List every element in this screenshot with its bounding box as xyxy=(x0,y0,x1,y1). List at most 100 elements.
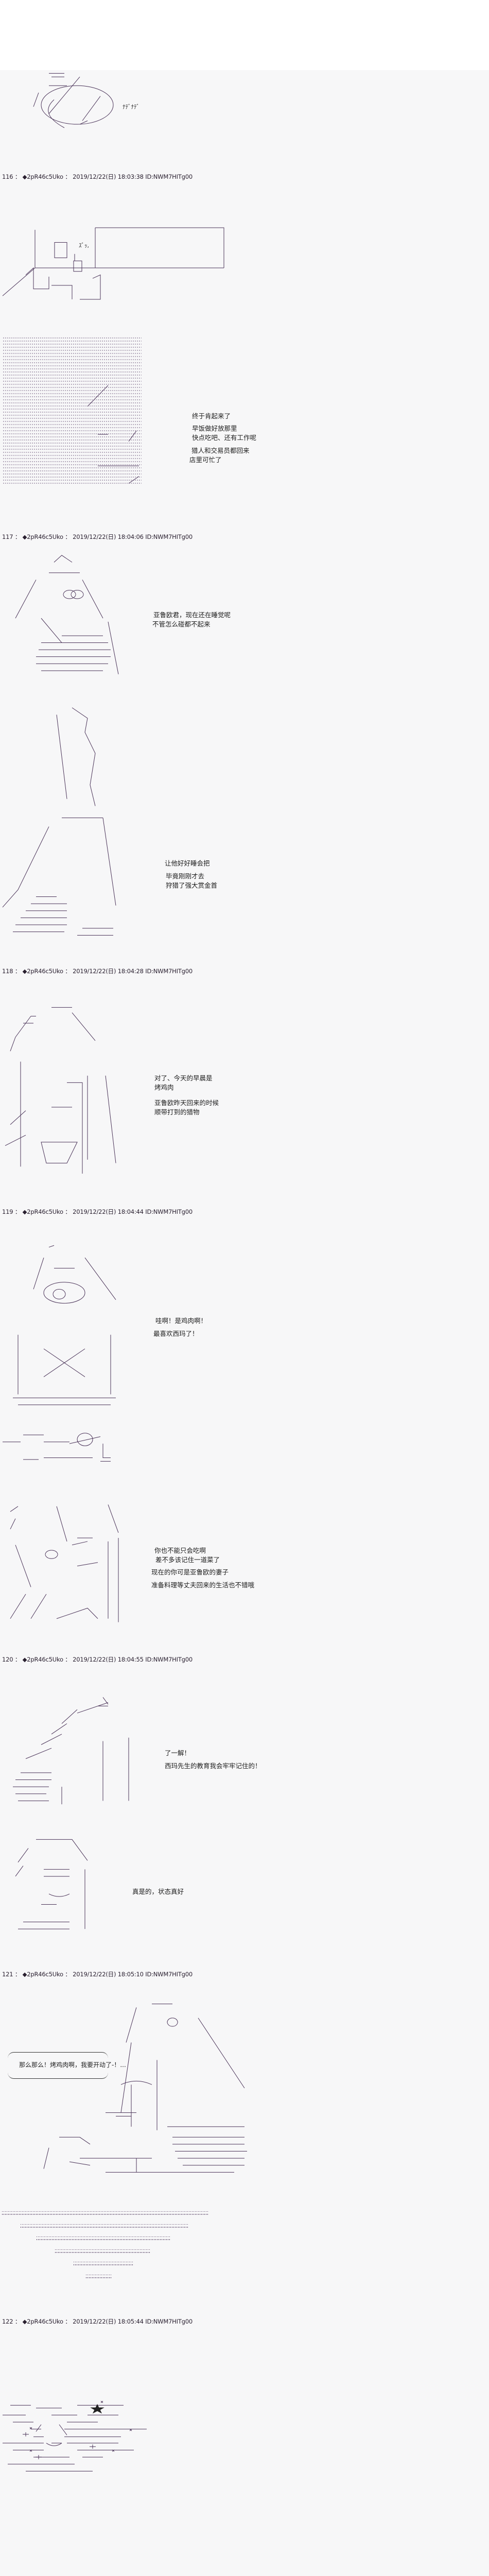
sound-effect-thud: ｽﾞｯ, xyxy=(79,242,89,249)
post-time: 18:04:44 xyxy=(117,1208,144,1215)
post-header-116: 116 ： ◆2pR46c5Uko ： 2019/12/22(日) 18:03:… xyxy=(2,173,193,181)
post-number: 116 xyxy=(2,173,13,180)
post-number: 118 xyxy=(2,968,13,975)
separator: ： xyxy=(65,1656,71,1663)
dialogue-line: 亚鲁欧君，现在还在睡觉呢 xyxy=(153,611,231,619)
post-id[interactable]: ID:NWM7HITg00 xyxy=(145,1208,193,1215)
dialogue-line: 早饭做好放那里 xyxy=(192,425,237,432)
post-header-120: 120 ： ◆2pR46c5Uko ： 2019/12/22(日) 18:04:… xyxy=(2,1655,193,1664)
post-author[interactable]: ◆2pR46c5Uko xyxy=(22,2318,63,2325)
post-date: 2019/12/22(日) xyxy=(73,533,116,540)
separator: ： xyxy=(14,1208,21,1215)
dialogue-line: 对了、今天的早晨是 xyxy=(154,1074,213,1082)
dialogue-line: 准备料理等丈夫回来的生活也不错哦 xyxy=(151,1581,255,1589)
dialogue-line: 差不多该记住一道菜了 xyxy=(155,1556,220,1564)
ascii-art-excited-girl xyxy=(8,1244,126,1419)
dotted-line xyxy=(2,2211,208,2215)
dialogue-line: 哇啊！是鸡肉啊！ xyxy=(155,1317,207,1325)
post-author[interactable]: ◆2pR46c5Uko xyxy=(22,533,63,540)
thread-page: 116 ： ◆2pR46c5Uko ： 2019/12/22(日) 18:03:… xyxy=(0,72,261,2499)
post-time: 18:05:10 xyxy=(117,1971,144,1978)
ascii-art-lying-character xyxy=(3,336,142,484)
ascii-art-sparkle-scene xyxy=(0,2398,149,2468)
separator: ： xyxy=(14,2318,21,2325)
dialogue-line: 猎人和交易员都回来 xyxy=(191,447,250,454)
post-author[interactable]: ◆2pR46c5Uko xyxy=(22,968,63,975)
speech-bubble xyxy=(8,2052,108,2079)
post-author[interactable]: ◆2pR46c5Uko xyxy=(22,1656,63,1663)
dotted-line xyxy=(21,2224,189,2228)
dotted-line xyxy=(37,2236,170,2241)
post-number: 121 xyxy=(2,1971,13,1978)
speech-bubble-text: 那么那么！烤鸡肉啊，我要开动了-！... xyxy=(19,2061,126,2069)
post-time: 18:03:38 xyxy=(117,173,144,180)
separator: ： xyxy=(65,2318,71,2325)
post-time: 18:05:44 xyxy=(117,2318,144,2325)
dialogue-line: 烤鸡肉 xyxy=(154,1083,174,1091)
dialogue-line: 让他好好睡会把 xyxy=(165,859,210,867)
separator: ： xyxy=(65,968,71,975)
post-header-122: 122 ： ◆2pR46c5Uko ： 2019/12/22(日) 18:05:… xyxy=(2,2317,193,2326)
post-author[interactable]: ◆2pR46c5Uko xyxy=(22,173,63,180)
post-date: 2019/12/22(日) xyxy=(73,1208,116,1215)
ascii-art-sleeping-boy xyxy=(0,816,149,942)
separator: ： xyxy=(65,533,71,540)
separator: ： xyxy=(14,173,21,180)
dotted-line xyxy=(55,2249,151,2253)
post-date: 2019/12/22(日) xyxy=(73,1656,116,1663)
separator: ： xyxy=(65,173,71,180)
dialogue-line: 真是的，状态真好 xyxy=(132,1888,184,1895)
post-time: 18:04:06 xyxy=(117,533,144,540)
post-id[interactable]: ID:NWM7HITg00 xyxy=(145,173,193,180)
post-id[interactable]: ID:NWM7HITg00 xyxy=(145,2318,193,2325)
post-id[interactable]: ID:NWM7HITg00 xyxy=(145,533,193,540)
post-time: 18:04:55 xyxy=(117,1656,144,1663)
dialogue-line: 不管怎么碰都不起来 xyxy=(152,620,211,628)
post-number: 117 xyxy=(2,533,13,540)
separator: ： xyxy=(65,1971,71,1978)
post-number: 122 xyxy=(2,2318,13,2325)
ascii-art-fish xyxy=(28,72,131,128)
separator: ： xyxy=(14,1971,21,1978)
post-header-121: 121 ： ◆2pR46c5Uko ： 2019/12/22(日) 18:05:… xyxy=(2,1970,193,1978)
separator: ： xyxy=(14,533,21,540)
post-id[interactable]: ID:NWM7HITg00 xyxy=(145,1656,193,1663)
dialogue-line: 西玛先生的教育我会牢牢记住的！ xyxy=(165,1762,261,1770)
ascii-art-lying-character-outline xyxy=(77,385,149,487)
ascii-art-saluting-girl xyxy=(10,1696,139,1808)
sound-effect-pat: ﾅﾃﾞﾅﾃﾞ xyxy=(123,104,139,110)
post-date: 2019/12/22(日) xyxy=(73,1971,116,1978)
post-number: 120 xyxy=(2,1656,13,1663)
ascii-art-room xyxy=(0,228,129,308)
ascii-art-dining-scene xyxy=(28,1997,224,2179)
ascii-art-food-tray xyxy=(3,1426,116,1468)
dialogue-line: 快点吃吧、还有工作呢 xyxy=(192,434,257,442)
post-number: 119 xyxy=(2,1208,13,1215)
post-time: 18:04:28 xyxy=(117,968,144,975)
dialogue-line: 终于肯起来了 xyxy=(192,412,231,420)
post-header-119: 119 ： ◆2pR46c5Uko ： 2019/12/22(日) 18:04:… xyxy=(2,1208,193,1216)
post-author[interactable]: ◆2pR46c5Uko xyxy=(22,1208,63,1215)
dialogue-line: 最喜欢西玛了！ xyxy=(153,1330,199,1337)
dialogue-line: 你也不能只会吃啊 xyxy=(154,1547,206,1554)
post-author[interactable]: ◆2pR46c5Uko xyxy=(22,1971,63,1978)
dialogue-line: 顺带打到的猎物 xyxy=(154,1108,200,1116)
post-header-118: 118 ： ◆2pR46c5Uko ： 2019/12/22(日) 18:04:… xyxy=(2,967,193,975)
ascii-art-lecturing-girl xyxy=(5,1503,124,1624)
post-date: 2019/12/22(日) xyxy=(73,173,116,180)
post-id[interactable]: ID:NWM7HITg00 xyxy=(145,1971,193,1978)
dotted-line xyxy=(86,2275,112,2279)
dialogue-line: 现在的你可是亚鲁欧的妻子 xyxy=(151,1568,229,1576)
separator: ： xyxy=(14,1656,21,1663)
dialogue-line: 狩猎了强大赏金首 xyxy=(166,882,218,889)
separator: ： xyxy=(14,968,21,975)
ascii-art-smiling-woman xyxy=(13,1838,90,1933)
dialogue-line: 店里可忙了 xyxy=(189,456,222,464)
post-header-117: 117 ： ◆2pR46c5Uko ： 2019/12/22(日) 18:04:… xyxy=(2,533,193,541)
dotted-line xyxy=(74,2262,133,2266)
dialogue-line: 毕竟刚刚才去 xyxy=(166,872,205,880)
dialogue-line: 了一解！ xyxy=(165,1749,191,1757)
ascii-art-character-with-knife xyxy=(0,1006,129,1174)
post-id[interactable]: ID:NWM7HITg00 xyxy=(145,968,193,975)
ascii-art-girl-standing xyxy=(10,552,129,685)
